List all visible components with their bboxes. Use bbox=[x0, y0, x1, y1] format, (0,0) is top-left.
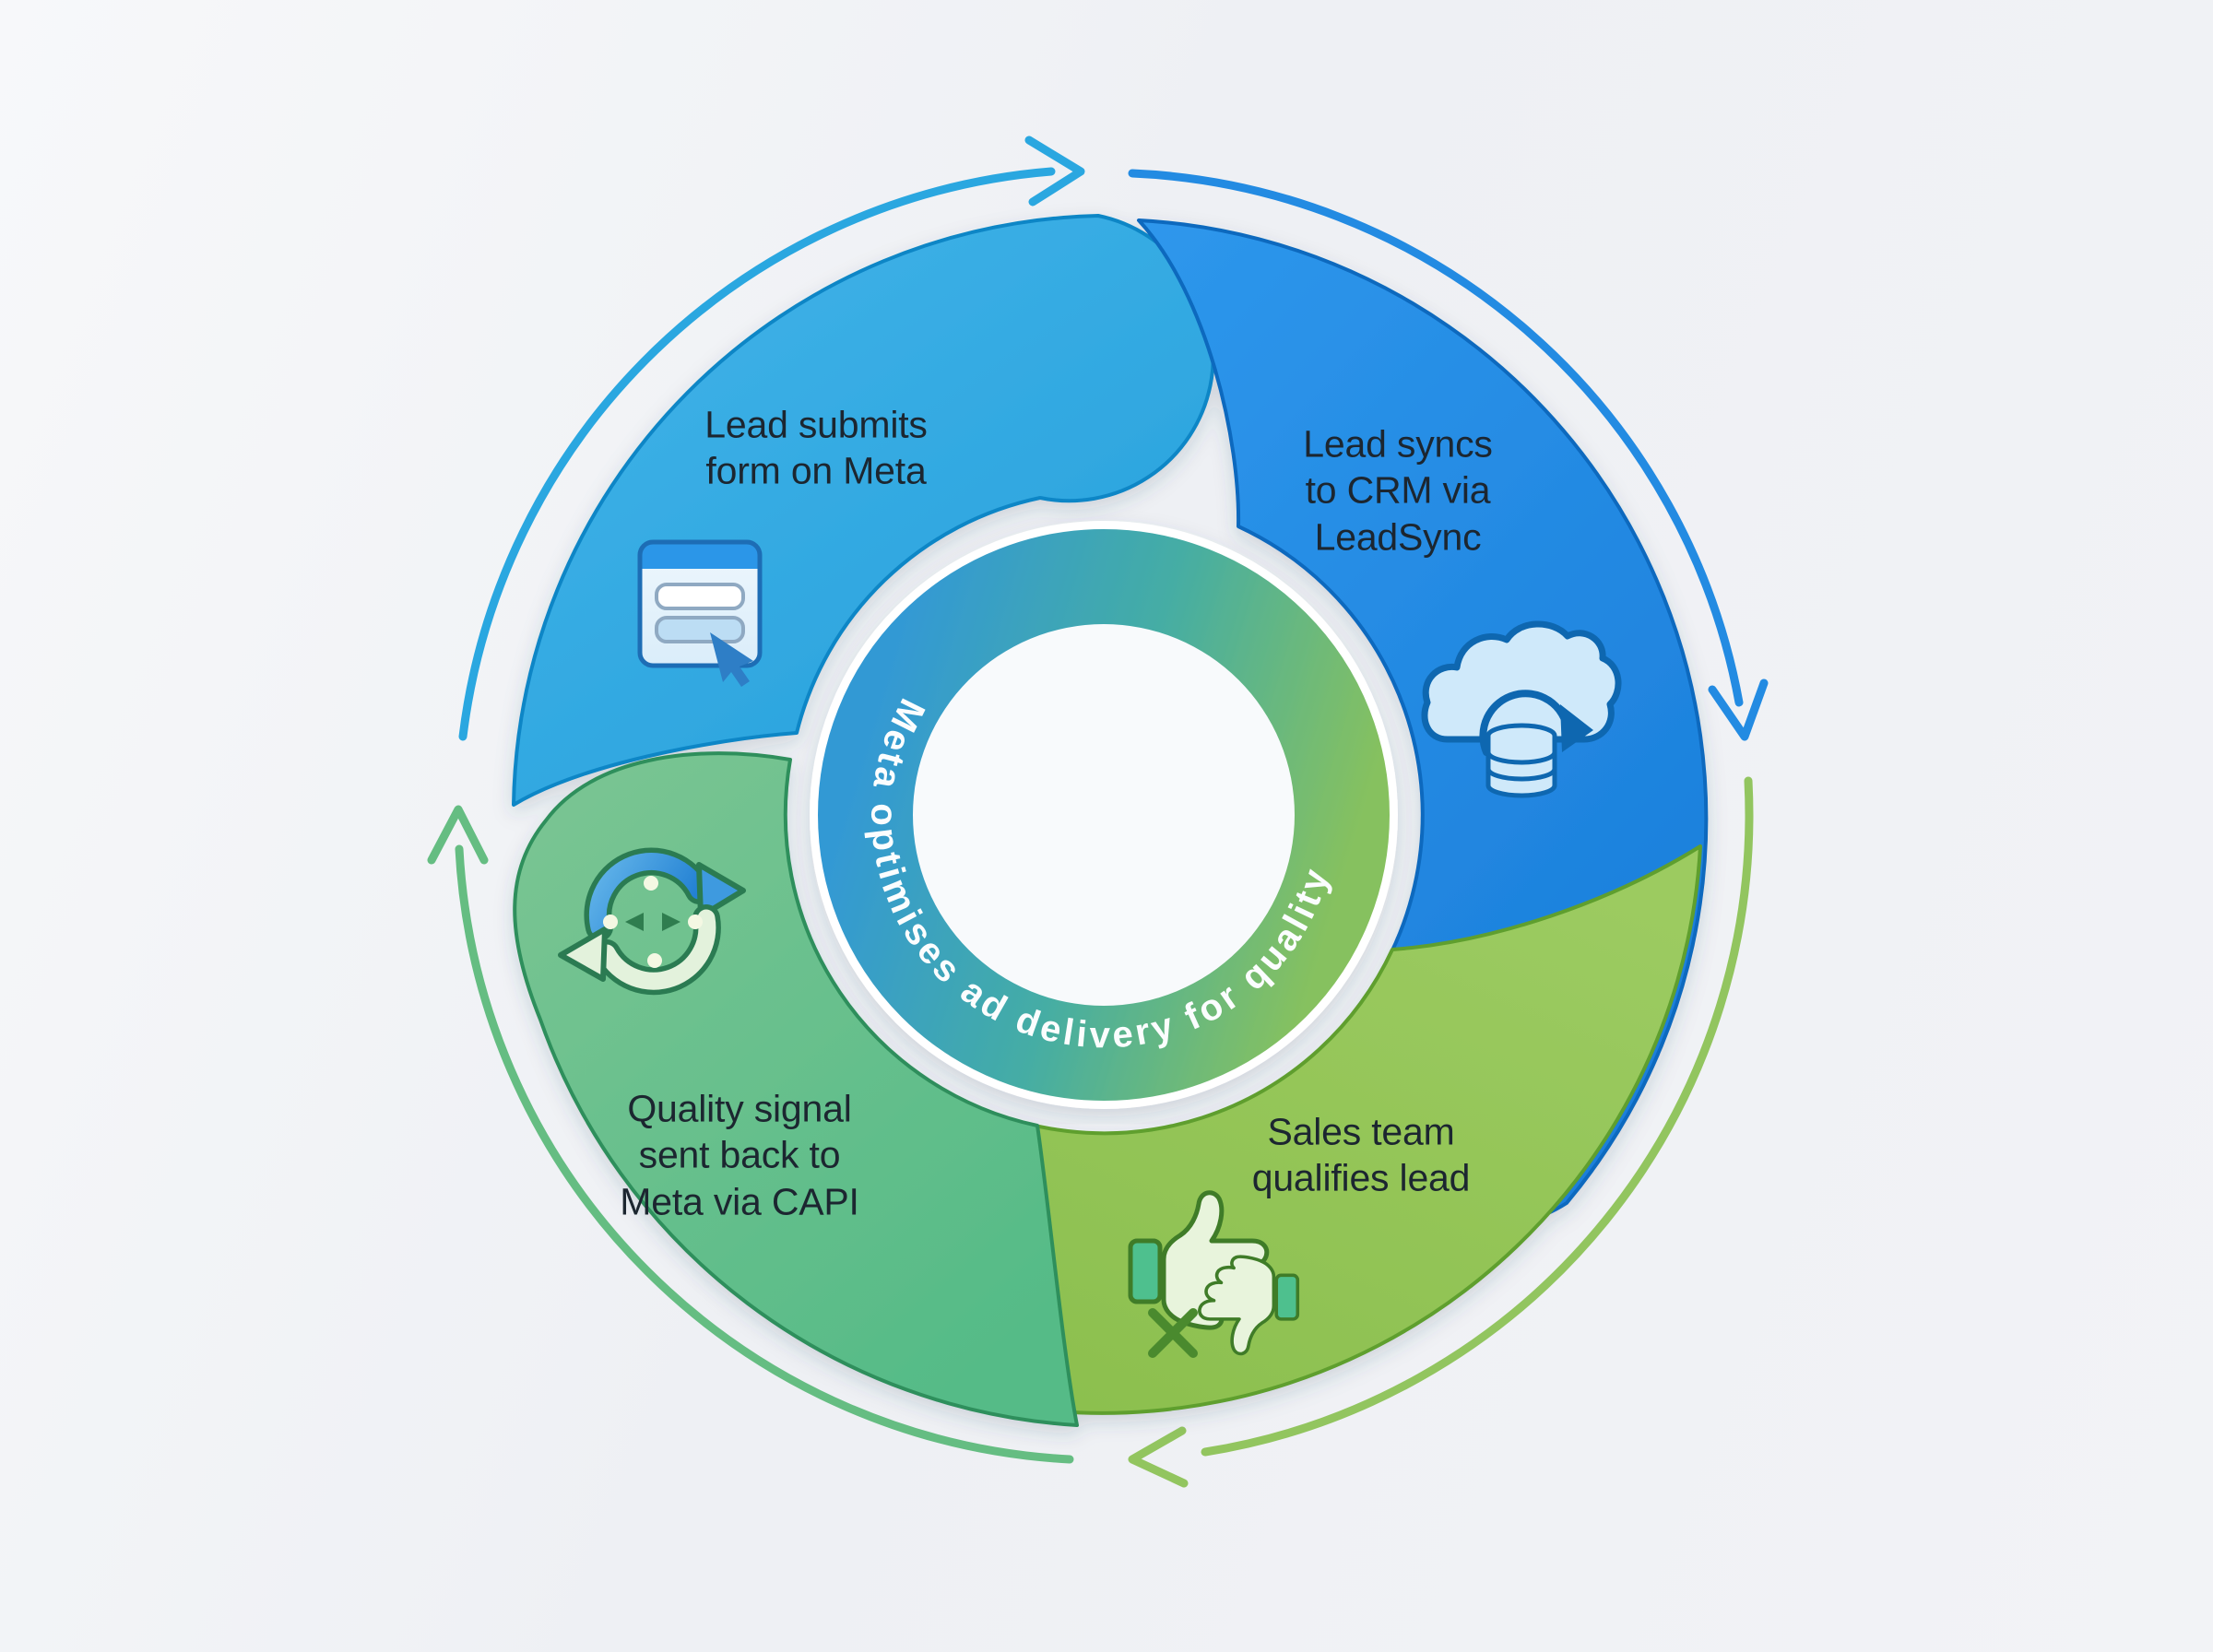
label-line: Meta via CAPI bbox=[620, 1180, 859, 1223]
capi-sync-icon bbox=[558, 847, 746, 996]
label-line: Lead submits bbox=[704, 403, 928, 446]
cloud-crm-sync-icon bbox=[1421, 620, 1622, 798]
flow-arc-top-right bbox=[1128, 169, 1744, 707]
flow-arrowhead-bottom bbox=[1128, 1426, 1189, 1488]
segment-label-sales-qualifies: Sales team qualifies lead bbox=[1252, 1109, 1471, 1202]
label-line: form on Meta bbox=[705, 450, 927, 492]
ring-inner-disc bbox=[913, 624, 1295, 1006]
segment-label-quality-signal: Quality signal sent back to Meta via CAP… bbox=[620, 1085, 859, 1224]
label-line: Quality signal bbox=[627, 1087, 852, 1130]
flow-arrowhead-top bbox=[1024, 136, 1085, 206]
label-line: qualifies lead bbox=[1251, 1157, 1471, 1199]
thumbs-up-down-icon bbox=[1128, 1190, 1300, 1358]
label-line: Sales team bbox=[1267, 1110, 1455, 1153]
segment-quality-signal-shape bbox=[513, 751, 1079, 1427]
flow-arrowhead-left bbox=[427, 805, 489, 865]
flow-arc-bottom-left bbox=[455, 844, 1074, 1464]
sync-arrowhead bbox=[1560, 704, 1593, 752]
segment-label-lead-submits: Lead submits form on Meta bbox=[704, 402, 928, 495]
label-line: LeadSync bbox=[1314, 515, 1482, 559]
label-line: Lead syncs bbox=[1303, 422, 1493, 466]
flow-arc-bottom-right bbox=[1201, 776, 1754, 1457]
transfer-dots bbox=[603, 876, 703, 968]
label-line: sent back to bbox=[638, 1133, 841, 1176]
form-click-icon bbox=[637, 539, 763, 687]
flow-arrowhead-right bbox=[1708, 678, 1769, 741]
flow-arrows bbox=[427, 136, 1769, 1488]
segment-label-lead-syncs: Lead syncs to CRM via LeadSync bbox=[1303, 420, 1493, 560]
database-icon bbox=[1485, 723, 1557, 798]
ring-gradient-band bbox=[818, 529, 1390, 1101]
center-ring bbox=[810, 521, 1398, 1109]
x-mark-icon bbox=[1148, 1308, 1198, 1358]
cursor-icon bbox=[710, 632, 753, 687]
label-line: to CRM via bbox=[1305, 468, 1491, 512]
flow-arc-top-left bbox=[458, 167, 1056, 741]
